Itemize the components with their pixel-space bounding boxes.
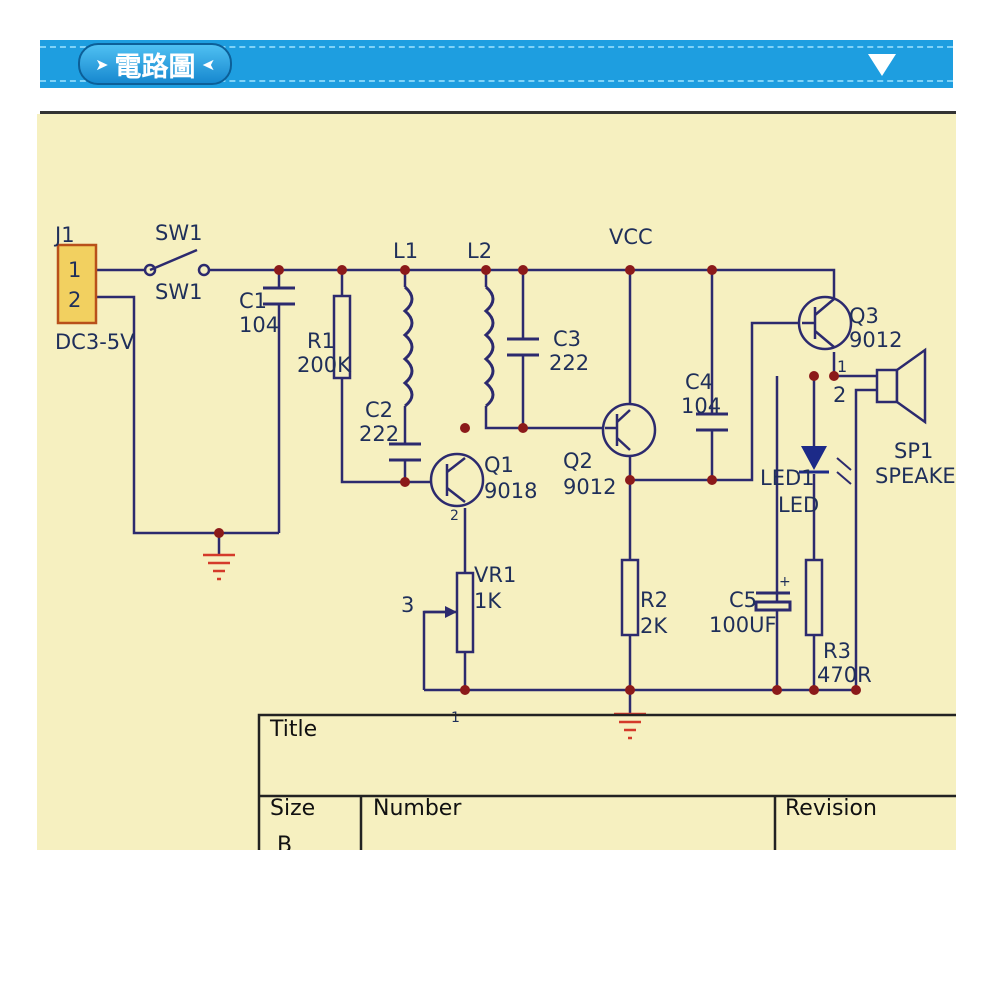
junction-dot: [772, 685, 782, 695]
r2-value: 2K: [640, 614, 668, 638]
r3-value: 470R: [817, 663, 872, 687]
j1-ref: J1: [53, 223, 75, 247]
revision-label: Revision: [785, 796, 877, 821]
junction-dot: [829, 371, 839, 381]
junction-dot: [274, 265, 284, 275]
r1-ref: R1: [307, 329, 335, 353]
c1-ref: C1: [239, 289, 267, 313]
vcc-label: VCC: [609, 225, 653, 249]
header-dash-top: [40, 46, 953, 48]
c5-polarity: +: [779, 574, 791, 590]
circuit-diagram: J1 1 2 DC3-5V SW1 SW1 C1 104 R1 200K L1 …: [53, 221, 956, 850]
q3-value: 9012: [849, 328, 902, 352]
number-label: Number: [373, 796, 462, 821]
wiper-arrow-icon: [445, 606, 457, 618]
junctions: [214, 265, 861, 695]
wires: [96, 268, 877, 714]
junction-dot: [625, 685, 635, 695]
vr1-ref: VR1: [474, 563, 516, 587]
j1-pin2: 2: [68, 288, 81, 312]
q1-pin: 2: [450, 508, 459, 524]
j1-pin1: 1: [68, 258, 81, 282]
title-label: Title: [270, 717, 318, 742]
resistor-bodies: [332, 294, 824, 654]
sp1-pin2: 2: [833, 383, 846, 407]
size-label: Size: [270, 796, 316, 821]
junction-dot: [337, 265, 347, 275]
c4-ref: C4: [685, 370, 713, 394]
junction-dot: [851, 685, 861, 695]
title-block-frame: [257, 713, 956, 850]
divider-line: [40, 111, 956, 114]
led1-ref: LED1: [760, 466, 815, 490]
junction-dot: [707, 475, 717, 485]
q2-ref: Q2: [563, 449, 593, 473]
r2-ref: R2: [640, 588, 668, 612]
c2-value: 222: [359, 422, 399, 446]
title-block: Title Size B Number Revision: [259, 715, 956, 850]
j1-connector: [56, 243, 98, 325]
junction-dot: [809, 371, 819, 381]
arrow-left-icon: ➤: [201, 54, 215, 74]
capacitor-plates: [263, 286, 792, 612]
led-symbol: [799, 446, 852, 485]
q3-ref: Q3: [849, 304, 879, 328]
inductor-coils: [402, 285, 495, 408]
junction-dot: [460, 423, 470, 433]
junction-dot: [400, 477, 410, 487]
r3-ref: R3: [823, 639, 851, 663]
junction-dot: [707, 265, 717, 275]
junction-dot: [400, 265, 410, 275]
q2-value: 9012: [563, 475, 616, 499]
sp1-value: SPEAKE: [875, 464, 956, 488]
led1-value: LED: [778, 493, 819, 517]
transistor-symbols: [429, 295, 853, 508]
c5-value: 100UF: [709, 613, 777, 637]
junction-dot: [214, 528, 224, 538]
l1-ref: L1: [393, 239, 418, 263]
vr1-pin3: 3: [401, 593, 414, 617]
c4-value: 104: [681, 394, 721, 418]
vr1-pin1: 1: [451, 710, 460, 726]
junction-dot: [518, 265, 528, 275]
c1-value: 104: [239, 313, 279, 337]
q1-ref: Q1: [484, 453, 514, 477]
q1-value: 9018: [484, 479, 537, 503]
sp1-pin1: 1: [837, 357, 847, 376]
arrow-right-icon: ➤: [95, 54, 109, 74]
triangle-down-icon[interactable]: [868, 54, 896, 76]
junction-dot: [625, 265, 635, 275]
junction-dot: [625, 475, 635, 485]
sw1-ref-top: SW1: [155, 221, 202, 245]
c3-value: 222: [549, 351, 589, 375]
junction-dot: [518, 423, 528, 433]
size-value: B: [277, 833, 293, 850]
schematic-panel: J1 1 2 DC3-5V SW1 SW1 C1 104 R1 200K L1 …: [37, 114, 956, 850]
vr1-value: 1K: [474, 589, 502, 613]
l2-ref: L2: [467, 239, 492, 263]
c3-ref: C3: [553, 327, 581, 351]
c2-ref: C2: [365, 398, 393, 422]
header-tab[interactable]: ➤ 電路圖 ➤: [78, 43, 232, 85]
junction-dot: [460, 685, 470, 695]
header-tab-label: 電路圖: [114, 51, 196, 83]
header-dash-bottom: [40, 80, 953, 82]
junction-dot: [809, 685, 819, 695]
sp1-ref: SP1: [894, 439, 933, 463]
c5-ref: C5: [729, 588, 757, 612]
r1-value: 200K: [297, 353, 352, 377]
speaker-symbol: [875, 347, 927, 425]
junction-dot: [481, 265, 491, 275]
switch-sw1: [143, 248, 211, 277]
sw1-ref-bottom: SW1: [155, 280, 202, 304]
j1-value: DC3-5V: [55, 330, 135, 354]
